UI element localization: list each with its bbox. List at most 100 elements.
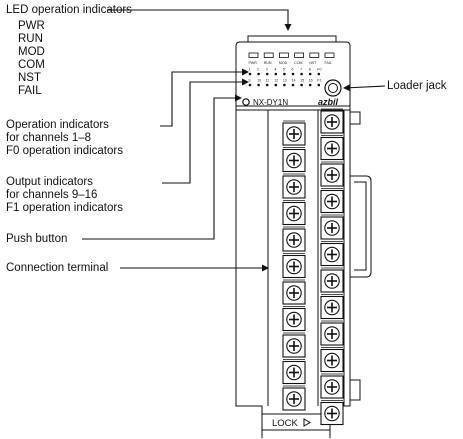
connection-terminal-label: Connection terminal bbox=[6, 262, 109, 274]
channel-indicator-dot bbox=[317, 83, 321, 87]
led-name-mod: MOD bbox=[18, 46, 45, 58]
leader-led-title bbox=[107, 9, 292, 31]
led-indicators-title: LED operation indicators bbox=[6, 4, 132, 16]
channel-mark: 13 bbox=[283, 79, 287, 83]
led-fail bbox=[324, 52, 335, 58]
leader-output bbox=[162, 78, 249, 184]
channel-mark: 16 bbox=[309, 79, 313, 83]
led-nst bbox=[309, 52, 320, 58]
channel-mark: 10 bbox=[257, 79, 261, 83]
channel-mark: F0 bbox=[317, 68, 321, 72]
channel-mark: 2 bbox=[257, 68, 259, 72]
channel-indicator-dot bbox=[308, 83, 312, 87]
terminal-screw bbox=[320, 320, 344, 346]
channel-indicator-dot bbox=[308, 72, 312, 76]
led-name-com: COM bbox=[18, 59, 45, 71]
channel-indicator-dot bbox=[265, 72, 269, 76]
output-indicators-label: Output indicators for channels 9–16 F1 o… bbox=[6, 176, 123, 214]
terminal-screw bbox=[282, 200, 306, 226]
led-tag-run: RUN bbox=[264, 61, 272, 65]
channel-indicator-dot bbox=[257, 72, 260, 76]
terminal-screw bbox=[282, 385, 306, 411]
terminal-screw bbox=[320, 188, 344, 214]
leader-lines bbox=[82, 9, 386, 272]
terminal-screw bbox=[320, 347, 344, 373]
channel-mark: F1 bbox=[317, 79, 321, 83]
led-name-fail: FAIL bbox=[18, 85, 42, 97]
terminal-screw bbox=[320, 400, 344, 426]
led-indicator-list: PWR RUN MOD COM NST FAIL bbox=[18, 20, 45, 98]
channel-mark: 6 bbox=[292, 68, 294, 72]
led-run bbox=[263, 52, 274, 58]
terminal-screw bbox=[320, 161, 344, 187]
terminal-screw bbox=[282, 226, 306, 252]
led-pwr bbox=[248, 52, 259, 58]
channel-mark: 12 bbox=[274, 79, 278, 83]
channel-mark: 3 bbox=[266, 68, 268, 72]
terminal-screw bbox=[320, 267, 344, 293]
led-name-run: RUN bbox=[18, 33, 43, 45]
terminal-screw bbox=[282, 147, 306, 173]
terminal-screw bbox=[282, 359, 306, 385]
terminal-screw bbox=[282, 253, 306, 279]
channel-mark: 7 bbox=[300, 68, 302, 72]
terminal-screw bbox=[282, 279, 306, 305]
led-mod bbox=[278, 52, 289, 58]
channel-indicator-dot bbox=[300, 72, 303, 76]
channel-indicator-dot bbox=[257, 83, 260, 87]
led-com bbox=[294, 52, 305, 58]
led-name-nst: NST bbox=[18, 72, 41, 84]
terminal-screw bbox=[320, 241, 344, 267]
channel-mark: 5 bbox=[283, 68, 285, 72]
channel-indicator-dot bbox=[283, 83, 286, 87]
channel-indicator-dot bbox=[274, 83, 278, 87]
channel-mark: 1 bbox=[249, 68, 251, 72]
terminal-screw bbox=[282, 306, 306, 332]
operation-indicators-label: Operation indicators for channels 1–8 F0… bbox=[6, 119, 123, 157]
terminal-screw bbox=[320, 294, 344, 320]
led-tag-mod: MOD bbox=[279, 61, 288, 65]
terminal-screw bbox=[282, 332, 306, 358]
channel-indicator-dot bbox=[291, 72, 295, 76]
channel-mark: 11 bbox=[266, 79, 270, 83]
leader-push-button bbox=[82, 94, 242, 240]
led-tag-fail: FAIL bbox=[325, 61, 332, 65]
leader-loader-jack bbox=[343, 84, 386, 92]
channel-mark: 9 bbox=[249, 79, 251, 83]
loader-jack[interactable] bbox=[324, 79, 342, 97]
led-name-pwr: PWR bbox=[18, 20, 45, 32]
led-tag-nst: NST bbox=[309, 61, 317, 65]
channel-indicator-dot bbox=[317, 72, 321, 76]
azbil-logo: azbil bbox=[318, 97, 339, 107]
terminal-screw bbox=[320, 214, 344, 240]
terminal-screw bbox=[320, 135, 344, 161]
led-tag-com: COM bbox=[294, 61, 302, 65]
terminal-block bbox=[282, 108, 344, 426]
channel-mark: 4 bbox=[274, 68, 276, 72]
lock-label: LOCK bbox=[272, 418, 299, 429]
terminal-screw bbox=[282, 120, 306, 146]
loader-jack-label: Loader jack bbox=[387, 80, 447, 92]
terminal-screw bbox=[320, 373, 344, 399]
model-name: NX-DY1N bbox=[253, 98, 288, 107]
push-button[interactable] bbox=[242, 98, 250, 106]
channel-mark: 15 bbox=[300, 79, 304, 83]
channel-indicator-dot bbox=[274, 72, 278, 76]
channel-mark: 14 bbox=[292, 79, 296, 83]
channel-indicator-dot bbox=[283, 72, 286, 76]
channel-indicator-dot bbox=[300, 83, 303, 87]
channel-indicator-dot bbox=[265, 83, 269, 87]
channel-indicator-dot bbox=[248, 72, 252, 76]
terminal-screw bbox=[282, 173, 306, 199]
lock-arrow-icon bbox=[303, 418, 311, 427]
channel-indicator-dot bbox=[291, 83, 295, 87]
channel-indicator-dot bbox=[248, 83, 252, 87]
led-indicator-row: PWR RUN MOD COM NST FAIL bbox=[248, 52, 335, 65]
channel-mark: 8 bbox=[309, 68, 311, 72]
led-tag-pwr: PWR bbox=[249, 61, 258, 65]
push-button-label: Push button bbox=[6, 233, 68, 245]
terminal-screw bbox=[320, 108, 344, 134]
leader-operation bbox=[160, 68, 249, 127]
